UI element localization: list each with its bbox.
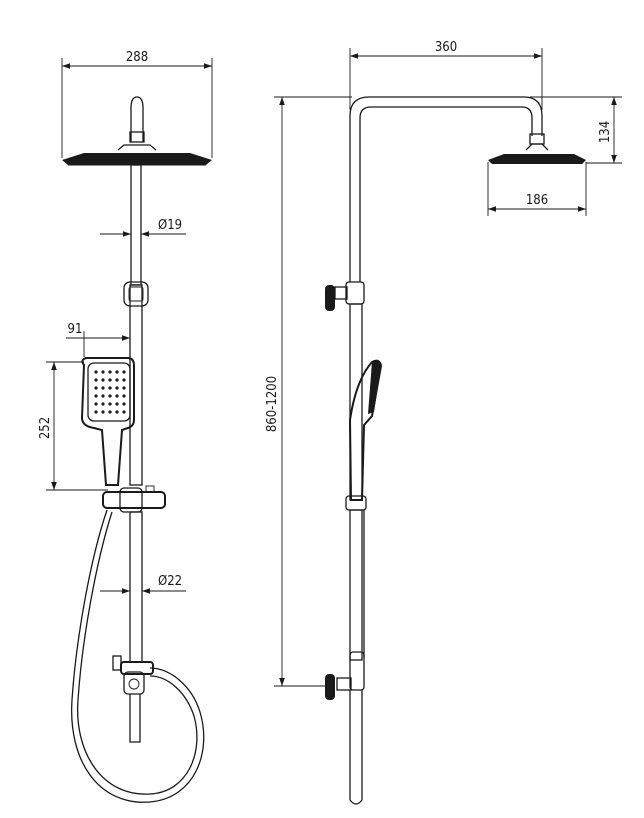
side-lower-rail [349, 509, 363, 661]
front-dimensions: 288 Ø19 91 252 Ø22 [38, 50, 213, 594]
dim-label-360: 360 [435, 40, 457, 55]
side-dimensions: 360 134 186 860-1200 [265, 40, 622, 687]
front-inlet-pipe [130, 96, 144, 142]
side-arm-inner [359, 106, 533, 282]
front-middle-rail [129, 284, 143, 486]
front-view [62, 96, 212, 803]
side-middle-rail [349, 303, 363, 501]
front-upper-rail [130, 164, 142, 286]
dim-label-d19: Ø19 [158, 218, 182, 233]
side-arm-outer [349, 96, 543, 282]
dim-label-288: 288 [126, 50, 148, 65]
side-hand-shower [348, 359, 383, 501]
dim-label-91: 91 [68, 322, 83, 337]
front-slider-holder [102, 485, 166, 513]
front-lower-rail [129, 511, 143, 663]
hose-inner [76, 511, 198, 795]
dim-label-d22: Ø22 [158, 574, 182, 589]
front-nut [129, 131, 145, 143]
front-hand-shower [80, 357, 135, 486]
dim-label-134: 134 [598, 121, 613, 143]
side-lower-valve [325, 651, 365, 700]
hose-outer [71, 509, 205, 803]
front-outlet-pipe [129, 694, 141, 743]
side-upper-clamp [325, 281, 365, 311]
front-upper-clamp [123, 281, 149, 307]
dim-label-860-1200: 860-1200 [265, 376, 280, 432]
front-diverter [112, 655, 154, 695]
front-shower-head [62, 144, 212, 166]
side-outlet-pipe [349, 690, 363, 805]
dim-label-186: 186 [526, 193, 548, 208]
side-shower-head [488, 143, 586, 164]
side-view [325, 96, 586, 805]
dim-label-252: 252 [38, 417, 53, 439]
